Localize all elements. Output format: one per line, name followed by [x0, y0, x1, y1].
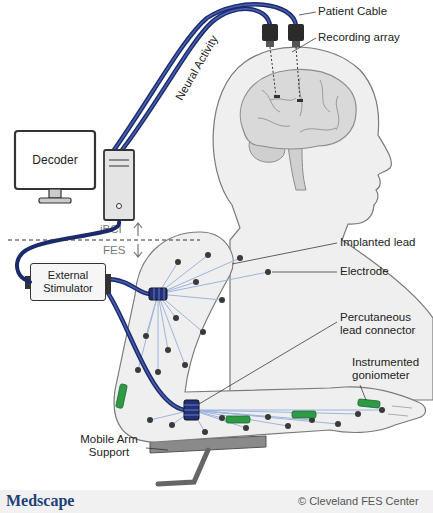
callout-label: Patient Cable [318, 5, 387, 18]
monitor-screen: Decoder [15, 131, 95, 189]
electrode [155, 369, 161, 375]
head-connector [288, 24, 304, 41]
stimulator-cable [106, 279, 150, 294]
callout-label: Implanted lead [340, 236, 415, 249]
percutaneous-connector [184, 400, 199, 420]
goniometer [116, 384, 128, 409]
node-label: Decoder [32, 153, 77, 167]
electrode [219, 297, 225, 303]
electrode [193, 279, 199, 285]
callout-label: Instrumented goniometer [352, 356, 432, 382]
electrode [243, 425, 249, 431]
publisher-logo: Medscape [6, 491, 74, 510]
goniometer [226, 416, 250, 423]
monitor [15, 131, 95, 189]
system-divider [8, 239, 200, 240]
body-silhouette [213, 47, 433, 400]
footer-strip [0, 490, 433, 513]
node-label: External Stimulator [33, 269, 103, 295]
brainstem [288, 146, 306, 190]
computer-outline [12, 128, 138, 222]
monitor-base [39, 198, 71, 203]
power-button [117, 204, 122, 209]
decoder-computer: Decoder [12, 128, 138, 222]
implanted-lead [138, 255, 268, 372]
recording-array [274, 95, 280, 98]
cable-core [106, 279, 150, 294]
electrode [265, 414, 271, 420]
electrode [265, 269, 271, 275]
electrode-dots [135, 252, 385, 435]
divider-arrows [134, 223, 142, 257]
electrode [175, 259, 181, 265]
brain-sulci [258, 78, 339, 132]
goniometer [292, 411, 316, 418]
percutaneous-connector [149, 288, 167, 300]
connector-ribs [154, 288, 164, 300]
electrode [355, 411, 361, 417]
cable-core [114, 4, 296, 150]
electrode [335, 421, 341, 427]
recording-array [297, 99, 303, 102]
system-label: FES [103, 244, 125, 257]
electrode [379, 407, 385, 413]
pedestal [266, 40, 274, 47]
patient-cable [114, 4, 296, 150]
drive-slots [109, 160, 129, 166]
monitor-neck [49, 189, 61, 198]
electrode [219, 415, 225, 421]
head-connector [262, 24, 278, 41]
electrode [202, 429, 208, 435]
electrode [205, 252, 211, 258]
callout-label: Recording array [318, 31, 400, 44]
leader-line [146, 12, 366, 450]
electrode [135, 367, 141, 373]
electrode [237, 255, 243, 261]
arm-support-stand [158, 450, 208, 484]
callout-label: Mobile Arm Support [70, 433, 148, 459]
callout-label: Percutaneous lead connector [340, 311, 432, 337]
connector-ribs [184, 405, 199, 415]
cable-core [106, 290, 185, 410]
pedestal [292, 40, 300, 47]
electrode [143, 333, 149, 339]
signal-label: Neural Activity [173, 33, 221, 103]
stimulator-cable [106, 290, 185, 410]
goniometer [358, 399, 381, 408]
electrode [285, 423, 291, 429]
electrode [173, 315, 179, 321]
arm-silhouette [114, 232, 425, 442]
electrode [182, 362, 188, 368]
finger-lines [388, 406, 412, 416]
array-wire [270, 47, 300, 100]
copyright-note: © Cleveland FES Center [298, 495, 419, 508]
signal-cable [17, 222, 119, 282]
electrode [200, 329, 206, 335]
stimulator-box: External Stimulator [30, 263, 106, 301]
computer-tower [104, 150, 134, 220]
electrode [165, 347, 171, 353]
system-label: iBCI [100, 223, 122, 236]
electrode [147, 417, 153, 423]
callout-label: Electrode [340, 265, 389, 278]
brain [240, 69, 356, 149]
goniometers [116, 384, 381, 423]
electrode [169, 422, 175, 428]
